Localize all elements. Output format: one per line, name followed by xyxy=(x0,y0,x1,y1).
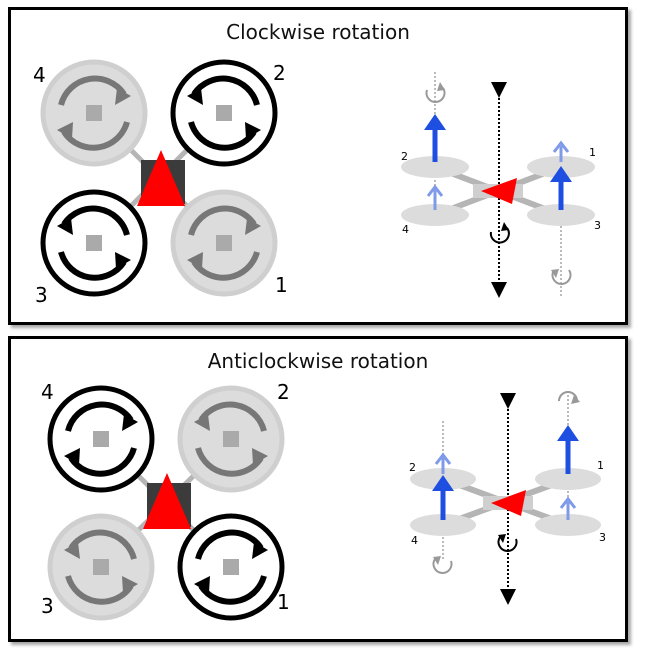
rotor-label-4: 4 xyxy=(33,63,46,87)
rotor-label-3: 3 xyxy=(35,283,48,307)
rotor-label-4: 4 xyxy=(41,380,54,404)
rotor-1 xyxy=(170,189,278,297)
rotor-label-1: 1 xyxy=(277,590,290,614)
panel-title: Anticlockwise rotation xyxy=(207,349,429,373)
rotor-label-1: 1 xyxy=(275,273,288,297)
rotor-label-2: 2 xyxy=(273,61,286,85)
side-label-1: 1 xyxy=(589,146,596,159)
rotor-2 xyxy=(170,59,278,167)
side-label-4: 4 xyxy=(402,223,409,236)
side-label-1: 1 xyxy=(597,459,604,472)
rotor-3 xyxy=(47,513,155,621)
side-label-3: 3 xyxy=(599,531,606,544)
drone-nose xyxy=(137,150,185,206)
clockwise-panel: Clockwise rotation xyxy=(8,7,628,325)
side-view: 2 4 1 3 xyxy=(409,391,606,605)
anticlockwise-panel: Anticlockwise rotation xyxy=(8,336,628,642)
side-label-3: 3 xyxy=(594,219,601,232)
anticlockwise-diagram: 4 2 3 1 xyxy=(41,380,606,621)
drone-nose xyxy=(143,473,191,529)
rotor-1 xyxy=(177,513,285,621)
panel-title: Clockwise rotation xyxy=(226,20,410,44)
side-label-4: 4 xyxy=(411,534,418,547)
side-view: 2 4 1 3 xyxy=(401,72,601,298)
side-label-2: 2 xyxy=(401,150,408,163)
rotor-label-3: 3 xyxy=(41,594,54,618)
rotor-3 xyxy=(40,189,148,297)
rotor-4 xyxy=(47,385,155,493)
rotor-4 xyxy=(40,59,148,167)
rotor-2 xyxy=(177,385,285,493)
side-label-2: 2 xyxy=(409,461,416,474)
clockwise-diagram: 4 2 3 1 xyxy=(33,59,601,307)
rotor-label-2: 2 xyxy=(277,380,290,404)
